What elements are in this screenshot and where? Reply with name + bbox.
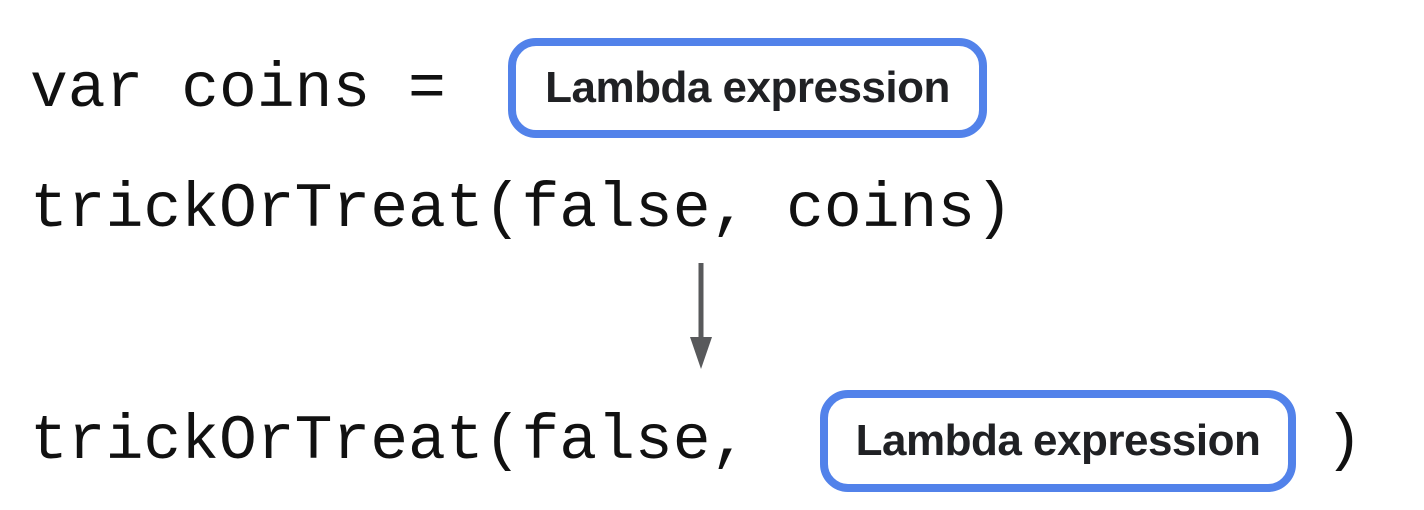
code-function-call-before-lambda: trickOrTreat(false, <box>30 406 749 477</box>
down-arrow-icon <box>690 263 712 369</box>
lambda-expression-label-bottom: Lambda expression <box>855 416 1261 465</box>
lambda-expression-box-top: Lambda expression <box>508 38 987 138</box>
lambda-expression-box-bottom: Lambda expression <box>820 390 1296 492</box>
code-closing-paren: ) <box>1325 406 1363 477</box>
lambda-expression-label-top: Lambda expression <box>545 63 950 112</box>
code-function-call-with-coins: trickOrTreat(false, coins) <box>30 174 1013 245</box>
code-var-declaration: var coins = <box>30 54 484 125</box>
